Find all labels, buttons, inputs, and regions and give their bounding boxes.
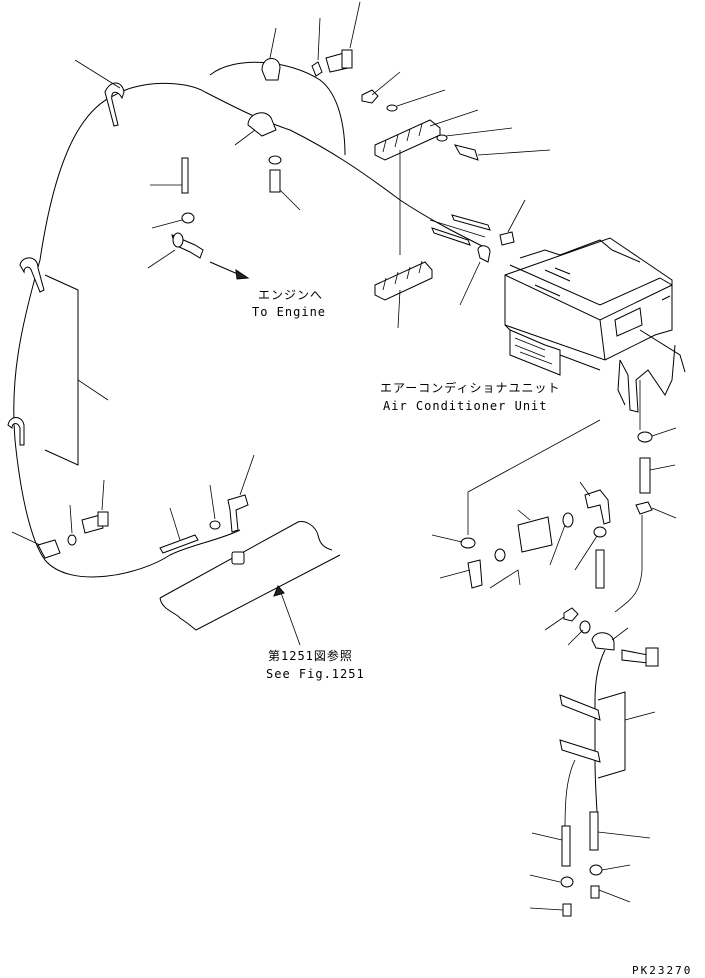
pipe-mid — [517, 509, 553, 553]
grommet-lower — [374, 260, 433, 329]
fig-label-jp: 第1251図参照 — [268, 648, 353, 663]
clamp-left-lower — [7, 417, 25, 446]
valve-floor — [209, 454, 255, 533]
washer-top — [311, 17, 323, 77]
bolt-bottom-left — [67, 479, 109, 546]
nut-upper-right — [361, 71, 401, 104]
clamp-mid-ring — [549, 512, 574, 566]
pipe-right-1 — [639, 457, 676, 494]
pipe-lower-long — [594, 649, 606, 836]
hose-vertical-short — [150, 157, 189, 194]
to-engine-arrow — [209, 261, 250, 280]
clamp-upper-mid — [234, 112, 277, 146]
fitting-bottom-right — [590, 885, 631, 903]
engine-label-jp: エンジンへ — [258, 288, 323, 302]
floor-plate — [159, 521, 341, 646]
bolt-mid — [268, 155, 301, 211]
clamp-mid-lower — [431, 534, 476, 549]
washer-upper-right — [386, 89, 446, 112]
clamp-left-mid — [19, 257, 45, 293]
bracket-lower — [559, 691, 656, 779]
clamp-bottom-left-2 — [529, 874, 574, 888]
clamp-unit-1 — [499, 199, 526, 246]
fitting-bottom-left — [529, 903, 572, 917]
clamp-bottom-left — [11, 531, 61, 559]
bolt-right — [454, 144, 551, 161]
heater-hose-top — [114, 82, 491, 251]
washer-lower-mid — [567, 620, 591, 646]
aircon-label-en: Air Conditioner Unit — [383, 399, 548, 413]
leader-mid-fittings — [489, 569, 521, 589]
bolt-lower-right — [621, 647, 659, 667]
elbow-fitting — [439, 559, 483, 589]
hose-pipes-unit — [429, 214, 491, 246]
grommet-upper — [374, 109, 479, 255]
pipe-right-curve — [614, 569, 643, 613]
leader-unit-left — [467, 419, 601, 535]
nut-left — [151, 212, 195, 229]
drawing-code: PK23270 — [632, 964, 692, 977]
aircon-label-jp: エアーコンディショナユニット — [380, 380, 560, 395]
pipe-bottom-left — [531, 825, 571, 867]
valve-engine — [147, 232, 204, 269]
hose-lower-left — [564, 759, 576, 831]
washer-right — [436, 127, 513, 142]
pipe-bottom-right — [589, 811, 651, 851]
fig-label-en: See Fig.1251 — [266, 667, 365, 681]
clamp-top-left — [74, 59, 125, 127]
bolt-top — [325, 1, 361, 73]
engine-label-en: To Engine — [252, 305, 326, 319]
clamp-right-top — [637, 427, 677, 443]
clamp-right-2 — [635, 501, 677, 519]
heater-hose-left — [13, 94, 241, 578]
air-conditioner-unit — [504, 237, 686, 430]
clamp-mid-small — [494, 548, 506, 562]
protective-sheet-left — [44, 274, 109, 466]
nut-lower-mid — [544, 607, 579, 631]
pipe-right-center — [595, 549, 605, 589]
hose-segment-floor — [159, 507, 199, 554]
clamp-bottom-right — [589, 864, 631, 876]
bracket-mid — [579, 481, 611, 525]
clamp-lower-mid — [591, 627, 629, 651]
clamp-right-center — [574, 526, 607, 571]
hose-branch-top — [209, 61, 346, 156]
clamp-unit-2 — [459, 245, 491, 306]
clamp-top-center — [261, 27, 281, 81]
